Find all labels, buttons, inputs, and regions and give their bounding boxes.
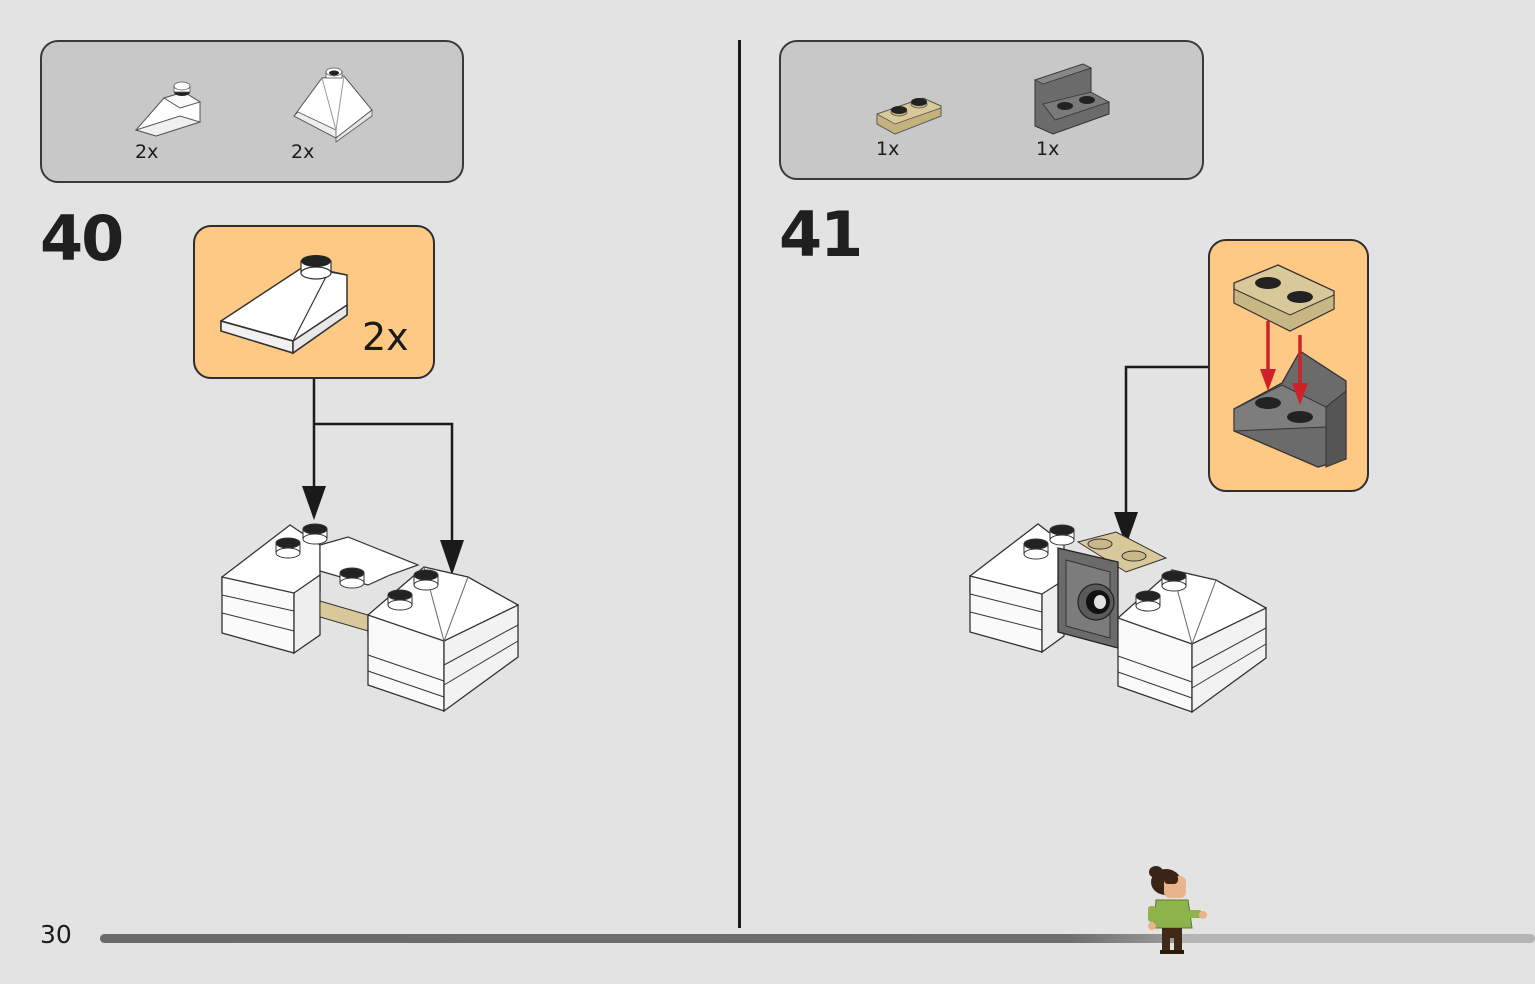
minifigure-progress-icon xyxy=(1148,866,1207,954)
column-divider xyxy=(738,40,741,928)
parts-list-step-40: 2x 2x xyxy=(40,40,464,183)
dark-gray-bracket-icon xyxy=(1033,63,1110,135)
part-quantity: 1x xyxy=(876,138,900,160)
subassembly-plate-on-bracket xyxy=(1233,264,1347,468)
white-slope-2x2-brick-icon xyxy=(220,255,348,355)
white-slope-2x2-brick-icon xyxy=(134,81,202,137)
part-quantity: 2x xyxy=(135,141,159,163)
callout-subassembly: 2x xyxy=(193,225,435,379)
callout-subassembly xyxy=(1208,239,1369,492)
part-quantity: 2x xyxy=(291,141,315,163)
tan-plate-1x2-icon xyxy=(876,97,942,135)
part-quantity: 1x xyxy=(1036,138,1060,160)
progress-bar xyxy=(100,934,1535,943)
progress-bar-fill xyxy=(100,934,1176,943)
step-number: 41 xyxy=(779,198,863,271)
parts-list-step-41: 1x 1x xyxy=(779,40,1204,180)
model-assembly-step-41 xyxy=(969,523,1268,714)
page-number: 30 xyxy=(40,920,72,949)
white-pyramid-slope-brick-icon xyxy=(293,67,373,143)
model-assembly-step-40 xyxy=(221,523,520,713)
callout-quantity: 2x xyxy=(362,315,409,359)
step-number: 40 xyxy=(40,202,124,275)
